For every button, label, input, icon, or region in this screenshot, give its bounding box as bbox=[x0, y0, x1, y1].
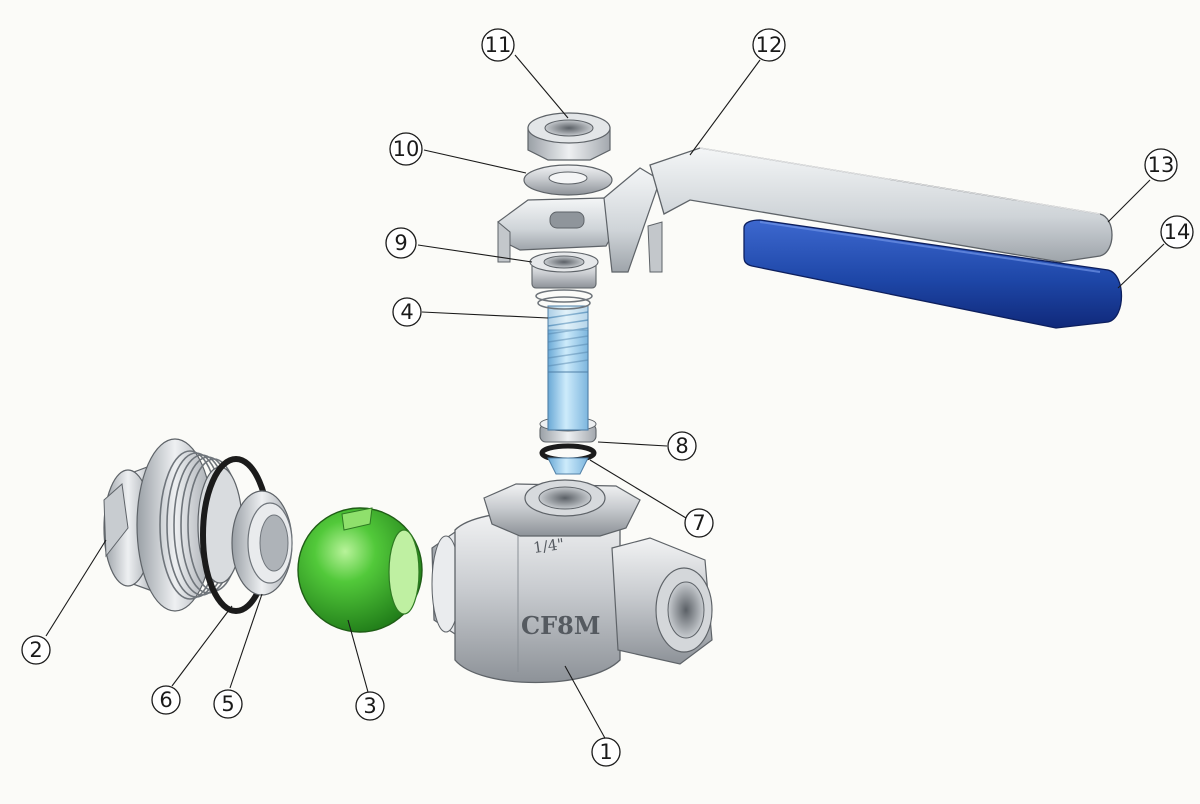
svg-text:9: 9 bbox=[394, 231, 407, 255]
hex-nut-part bbox=[527, 112, 611, 161]
leader-3 bbox=[347, 619, 369, 693]
svg-text:4: 4 bbox=[400, 300, 413, 324]
svg-text:2: 2 bbox=[29, 638, 42, 662]
leader-lines bbox=[45, 54, 1165, 741]
handle-lever-part bbox=[497, 147, 1113, 273]
svg-text:13: 13 bbox=[1148, 153, 1175, 177]
callout-11: 11 bbox=[481, 28, 515, 62]
body-material-mark: CF8M bbox=[521, 611, 600, 640]
leader-4 bbox=[421, 311, 549, 319]
gland-nut-part bbox=[529, 251, 599, 310]
seat-ring-part bbox=[231, 490, 293, 596]
svg-text:11: 11 bbox=[485, 33, 512, 57]
valve-body-part: 1/4" CF8M bbox=[431, 479, 713, 684]
svg-text:5: 5 bbox=[221, 692, 234, 716]
svg-text:7: 7 bbox=[692, 511, 705, 535]
leader-9 bbox=[417, 244, 533, 263]
ball-part bbox=[297, 507, 423, 633]
callout-12: 12 bbox=[752, 28, 786, 62]
callout-14: 14 bbox=[1160, 215, 1194, 249]
svg-text:10: 10 bbox=[393, 137, 420, 161]
callout-7: 7 bbox=[684, 508, 714, 538]
leader-8 bbox=[597, 441, 668, 447]
svg-text:6: 6 bbox=[159, 688, 172, 712]
callout-3: 3 bbox=[355, 691, 385, 721]
svg-text:3: 3 bbox=[363, 694, 376, 718]
lock-washer-part bbox=[523, 164, 613, 196]
svg-text:8: 8 bbox=[675, 434, 688, 458]
handle-grip-part bbox=[743, 219, 1122, 329]
stem-part bbox=[547, 305, 589, 475]
leader-13 bbox=[1107, 179, 1151, 223]
body-size-mark: 1/4" bbox=[532, 535, 565, 557]
callout-13: 13 bbox=[1144, 148, 1178, 182]
leader-7 bbox=[589, 459, 687, 519]
leader-14 bbox=[1117, 243, 1165, 289]
leader-12 bbox=[689, 59, 761, 156]
svg-text:1: 1 bbox=[599, 740, 612, 764]
svg-text:14: 14 bbox=[1164, 220, 1191, 244]
leader-6 bbox=[171, 605, 233, 687]
leader-1 bbox=[564, 665, 607, 741]
leader-5 bbox=[229, 593, 263, 689]
callout-8: 8 bbox=[667, 431, 697, 461]
leader-2 bbox=[45, 539, 107, 637]
leader-10 bbox=[423, 149, 527, 174]
callout-2: 2 bbox=[21, 635, 51, 665]
callout-10: 10 bbox=[389, 132, 423, 166]
leader-11 bbox=[514, 54, 569, 119]
callout-1: 1 bbox=[591, 737, 621, 767]
svg-text:12: 12 bbox=[756, 33, 783, 57]
callout-9: 9 bbox=[385, 227, 417, 259]
callout-6: 6 bbox=[151, 685, 181, 715]
callout-markers: 1 2 3 4 5 6 7 8 9 10 11 12 13 14 bbox=[21, 28, 1194, 767]
callout-4: 4 bbox=[392, 297, 422, 327]
callout-5: 5 bbox=[213, 689, 243, 719]
